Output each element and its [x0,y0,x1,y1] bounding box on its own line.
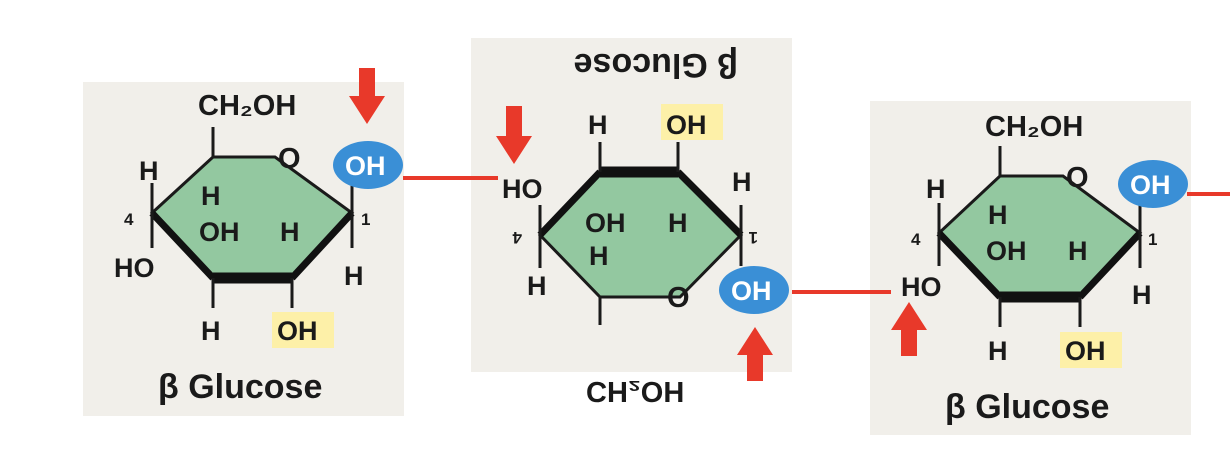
c1-oh-badge [719,266,789,314]
ring-front-edge-right [289,210,355,281]
carbon-1-number: 1 [1148,230,1157,249]
pyranose-ring [149,155,355,280]
h-label: H [139,156,159,186]
carbon-4-number: 4 [512,228,522,247]
ring-back-edge-left [537,169,603,238]
ch2oh-label: CH₂OH [586,375,684,407]
h-label: H [668,208,688,238]
c2-oh-highlight [661,104,723,140]
red-down-arrow-icon [349,68,385,124]
c2-oh-highlight [272,312,334,348]
h-label: H [201,316,221,346]
molecule-title: β Glucose [158,368,322,406]
h-label: H [988,200,1008,230]
c3-oh-label: OH [986,236,1027,266]
c2-oh-label: OH [1065,336,1106,366]
h-label: H [344,261,364,291]
carbon-1-number: 1 [361,210,370,229]
glucose-molecule-3: CH₂OH O H H OH H 4 1 HO H H OH OH β Gluc… [901,111,1188,426]
ch2oh-label: CH₂OH [198,90,296,122]
red-up-arrow-icon [891,302,927,356]
ring-front-edge-left [149,210,216,281]
c2-oh-highlight [1060,332,1122,368]
red-up-arrow-icon [737,327,773,381]
glucose-molecule-1: CH₂OH O H H OH H 4 1 HO H H OH OH β Gluc… [114,90,403,406]
ring-oxygen-label: O [278,143,301,175]
h-label: H [1068,236,1088,266]
ch2oh-label: CH₂OH [985,111,1083,143]
c4-ho-label: HO [114,253,155,283]
c4-ho-label: HO [901,272,942,302]
molecule-title: β Glucose [945,388,1109,426]
ring-front-edge-left [936,230,1003,300]
h-label: H [732,167,752,197]
h-label: H [280,217,300,247]
h-label: H [201,181,221,211]
carbon-4-number: 4 [911,230,921,249]
h-label: H [589,241,609,271]
red-down-arrow-icon [496,106,532,164]
c2-oh-label: OH [666,110,707,140]
c3-oh-label: OH [199,217,240,247]
c1-oh-badge [333,141,403,189]
c1-oh-badge [1118,160,1188,208]
h-label: H [988,336,1008,366]
carbon-4-number: 4 [124,210,134,229]
ring-oxygen-label: O [667,282,690,314]
h-label: H [1132,280,1152,310]
glucose-molecule-2: β Glucose H OH HO H OH H H 4 1 H O OH CH… [502,46,789,407]
h-label: H [926,174,946,204]
c2-oh-label: OH [277,316,318,346]
ring-back-edge-right [675,169,744,238]
ring-oxygen-label: O [1066,162,1089,194]
c1-oh-label: OH [345,151,386,181]
c1-oh-label: OH [731,276,772,306]
ring-front-edge-right [1077,230,1143,300]
c3-oh-label: OH [585,208,626,238]
h-label: H [527,271,547,301]
molecule-title: β Glucose [574,46,738,84]
c4-ho-label: HO [502,174,543,204]
pyranose-ring [537,170,744,299]
h-label: H [588,110,608,140]
pyranose-ring [936,174,1143,299]
carbon-1-number: 1 [749,228,758,247]
c1-oh-label: OH [1130,170,1171,200]
